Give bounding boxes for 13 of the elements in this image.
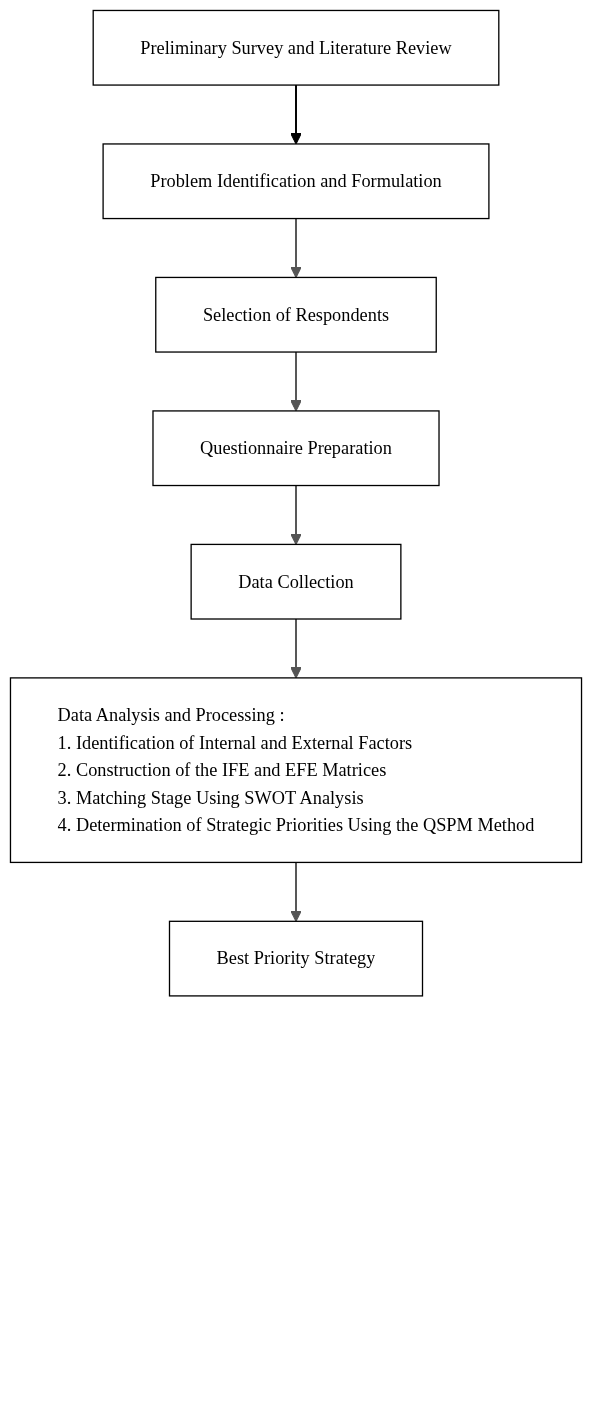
node-box: Data Collection	[190, 543, 402, 620]
arrow	[290, 217, 302, 278]
node-box: Data Analysis and Processing : 1. Identification of Internal and External Factors 2. Construction of the IFE and EFE Matrices 3. Matching Stage Using SWOT Analysis 4. Determination of Strategic Priorities Using the QSPM Method	[9, 677, 583, 864]
arrow	[290, 351, 302, 412]
node-box: Selection of Respondents	[155, 276, 437, 353]
arrow	[290, 618, 302, 679]
arrow	[290, 484, 302, 545]
node-box: Preliminary Survey and Literature Review	[92, 9, 500, 86]
node-box: Questionnaire Preparation	[152, 410, 440, 487]
node-box: Problem Identification and Formulation	[102, 143, 490, 220]
arrow	[290, 861, 302, 922]
arrow	[290, 84, 302, 145]
node-box: Best Priority Strategy	[168, 920, 424, 997]
